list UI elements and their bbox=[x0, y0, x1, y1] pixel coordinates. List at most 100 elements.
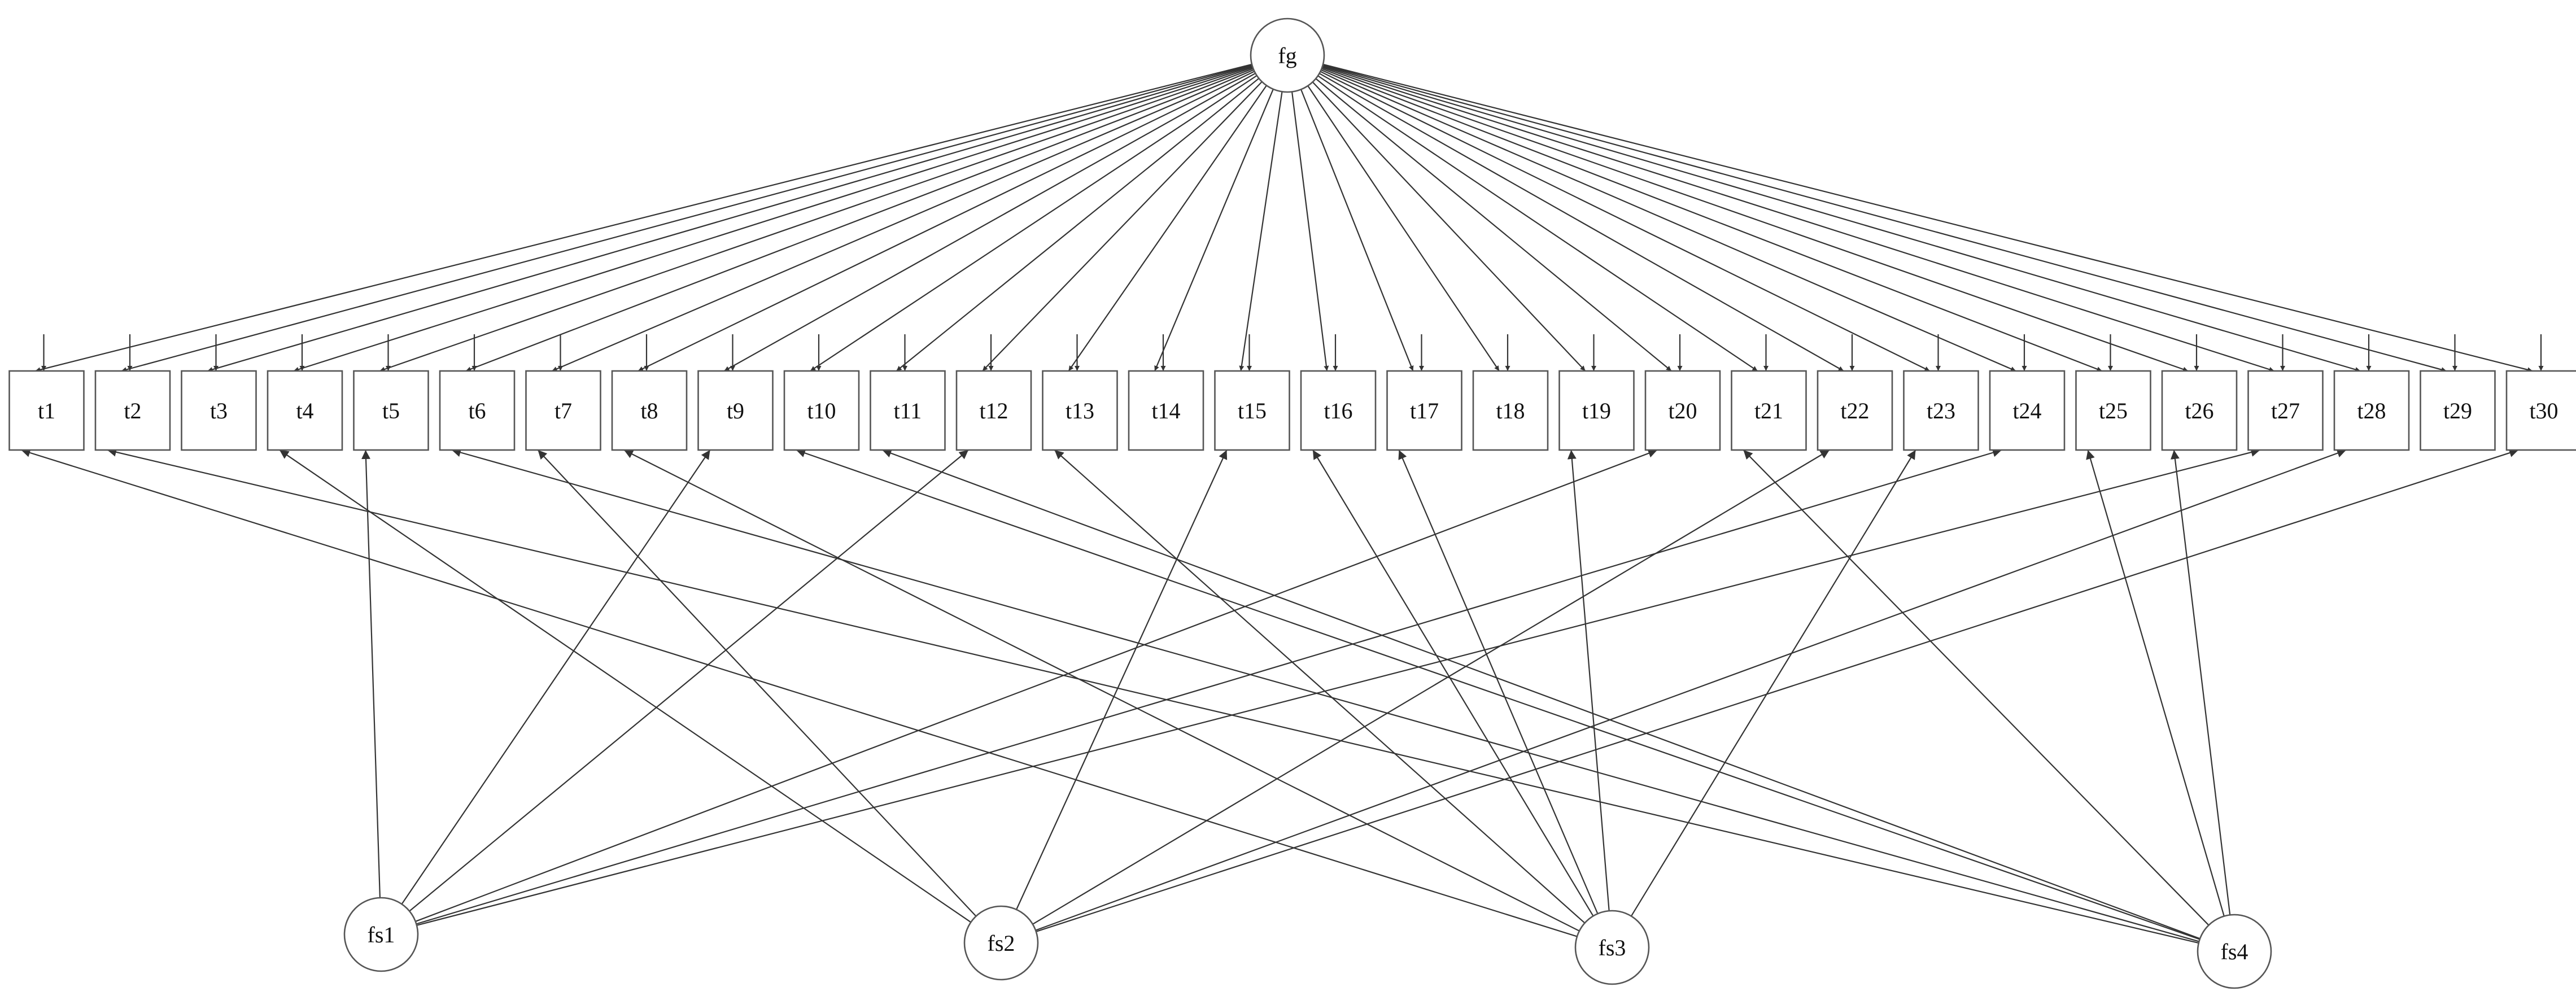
loading-arrow-fg-t17 bbox=[1300, 89, 1414, 372]
indicator-node-t16: t16 bbox=[1300, 370, 1377, 451]
indicator-node-t11: t11 bbox=[870, 370, 946, 451]
loading-arrow-fs4-t10 bbox=[796, 448, 2200, 940]
indicator-node-t14: t14 bbox=[1128, 370, 1204, 451]
indicator-node-t4: t4 bbox=[267, 370, 343, 451]
indicator-label: t14 bbox=[1151, 398, 1180, 423]
loading-arrow-fg-t25 bbox=[1321, 68, 2102, 372]
indicator-box bbox=[870, 370, 946, 451]
indicator-label: t20 bbox=[1668, 398, 1697, 423]
indicator-box bbox=[1644, 370, 1721, 451]
loading-arrow-fs2-t22 bbox=[1032, 449, 1830, 925]
indicator-box bbox=[697, 370, 774, 451]
factor-label: fs2 bbox=[988, 931, 1015, 956]
indicator-label: t2 bbox=[124, 398, 141, 423]
factor-node-fs1: fs1 bbox=[343, 897, 419, 972]
indicator-box bbox=[2333, 370, 2410, 451]
loading-arrow-fg-t3 bbox=[207, 65, 1252, 372]
indicator-node-t9: t9 bbox=[697, 370, 774, 451]
indicator-box bbox=[353, 370, 429, 451]
factor-circle bbox=[963, 905, 1039, 981]
loading-arrow-fs4-t11 bbox=[882, 449, 2200, 940]
indicator-node-t24: t24 bbox=[1989, 370, 2066, 451]
indicator-box bbox=[2075, 370, 2151, 451]
indicator-label: t19 bbox=[1582, 398, 1611, 423]
loading-arrow-fs2-t15 bbox=[1016, 449, 1228, 910]
indicator-node-t6: t6 bbox=[439, 370, 516, 451]
loading-arrow-fg-t28 bbox=[1322, 65, 2361, 372]
indicator-label: t27 bbox=[2271, 398, 2300, 423]
factor-node-fs4: fs4 bbox=[2197, 914, 2272, 989]
indicator-node-t2: t2 bbox=[94, 370, 171, 451]
indicator-label: t4 bbox=[296, 398, 313, 423]
factor-circle bbox=[2197, 914, 2272, 989]
loading-arrow-fs3-t17 bbox=[1398, 449, 1599, 914]
loading-arrow-fs3-t23 bbox=[1630, 449, 1916, 917]
indicator-box bbox=[1817, 370, 1893, 451]
indicator-label: t28 bbox=[2357, 398, 2386, 423]
indicator-label: t24 bbox=[2012, 398, 2041, 423]
indicator-label: t16 bbox=[1324, 398, 1352, 423]
indicator-box bbox=[2247, 370, 2324, 451]
indicator-label: t1 bbox=[38, 398, 55, 423]
factor-node-fs2: fs2 bbox=[963, 905, 1039, 981]
indicator-node-t19: t19 bbox=[1558, 370, 1635, 451]
indicator-box bbox=[1042, 370, 1118, 451]
indicator-box bbox=[1558, 370, 1635, 451]
loading-arrow-fg-t26 bbox=[1321, 67, 2189, 372]
indicator-box bbox=[2161, 370, 2238, 451]
loading-arrow-fg-t15 bbox=[1239, 91, 1283, 372]
indicator-node-t7: t7 bbox=[525, 370, 601, 451]
loading-arrow-fg-t29 bbox=[1322, 64, 2447, 372]
factor-node-fg: fg bbox=[1250, 18, 1325, 93]
indicator-box bbox=[2420, 370, 2496, 451]
factor-label: fg bbox=[1278, 43, 1296, 68]
indicator-box bbox=[267, 370, 343, 451]
loading-arrow-fs4-t2 bbox=[107, 447, 2199, 944]
indicator-box bbox=[181, 370, 257, 451]
loading-arrow-fs2-t28 bbox=[1035, 448, 2347, 931]
indicator-node-t12: t12 bbox=[955, 370, 1032, 451]
factor-circle bbox=[343, 897, 419, 972]
indicator-label: t22 bbox=[1840, 398, 1869, 423]
loading-arrow-fs1-t20 bbox=[415, 449, 1658, 922]
indicator-box bbox=[955, 370, 1032, 451]
indicator-label: t6 bbox=[468, 398, 486, 423]
indicator-node-t22: t22 bbox=[1817, 370, 1893, 451]
loading-arrow-fs3-t1 bbox=[21, 448, 1578, 937]
indicator-node-t30: t30 bbox=[2505, 370, 2576, 451]
indicator-label: t30 bbox=[2529, 398, 2558, 423]
loading-arrow-fs4-t25 bbox=[2086, 449, 2225, 916]
factor-label: fs4 bbox=[2221, 939, 2248, 964]
indicator-label: t3 bbox=[210, 398, 228, 423]
loading-arrow-fg-t18 bbox=[1307, 85, 1500, 372]
indicator-box bbox=[1386, 370, 1462, 451]
loading-arrow-fs4-t6 bbox=[451, 448, 2199, 942]
indicator-node-t20: t20 bbox=[1644, 370, 1721, 451]
loading-arrow-fs4-t21 bbox=[1743, 449, 2210, 926]
loading-arrow-fg-t10 bbox=[810, 75, 1258, 372]
indicator-box bbox=[1903, 370, 1979, 451]
indicator-label: t18 bbox=[1496, 398, 1525, 423]
loading-arrow-fg-t1 bbox=[35, 63, 1252, 373]
indicator-label: t25 bbox=[2099, 398, 2128, 423]
indicator-label: t11 bbox=[894, 398, 922, 423]
indicator-node-t5: t5 bbox=[353, 370, 429, 451]
loading-arrow-fg-t12 bbox=[982, 81, 1263, 372]
loading-arrows bbox=[21, 63, 2533, 944]
indicator-box bbox=[8, 370, 85, 451]
indicator-node-t28: t28 bbox=[2333, 370, 2410, 451]
loading-arrow-fs1-t5 bbox=[361, 449, 381, 898]
indicator-node-t17: t17 bbox=[1386, 370, 1462, 451]
factor-circle bbox=[1574, 910, 1650, 985]
indicator-box bbox=[1472, 370, 1549, 451]
indicator-box bbox=[439, 370, 516, 451]
indicator-box bbox=[1214, 370, 1290, 451]
indicator-node-t23: t23 bbox=[1903, 370, 1979, 451]
loading-arrow-fg-t30 bbox=[1322, 63, 2533, 373]
indicator-label: t7 bbox=[555, 398, 572, 423]
loading-arrow-fg-t27 bbox=[1322, 65, 2274, 372]
indicator-node-t27: t27 bbox=[2247, 370, 2324, 451]
loading-arrow-fs1-t24 bbox=[416, 448, 2002, 925]
indicator-node-t1: t1 bbox=[8, 370, 85, 451]
